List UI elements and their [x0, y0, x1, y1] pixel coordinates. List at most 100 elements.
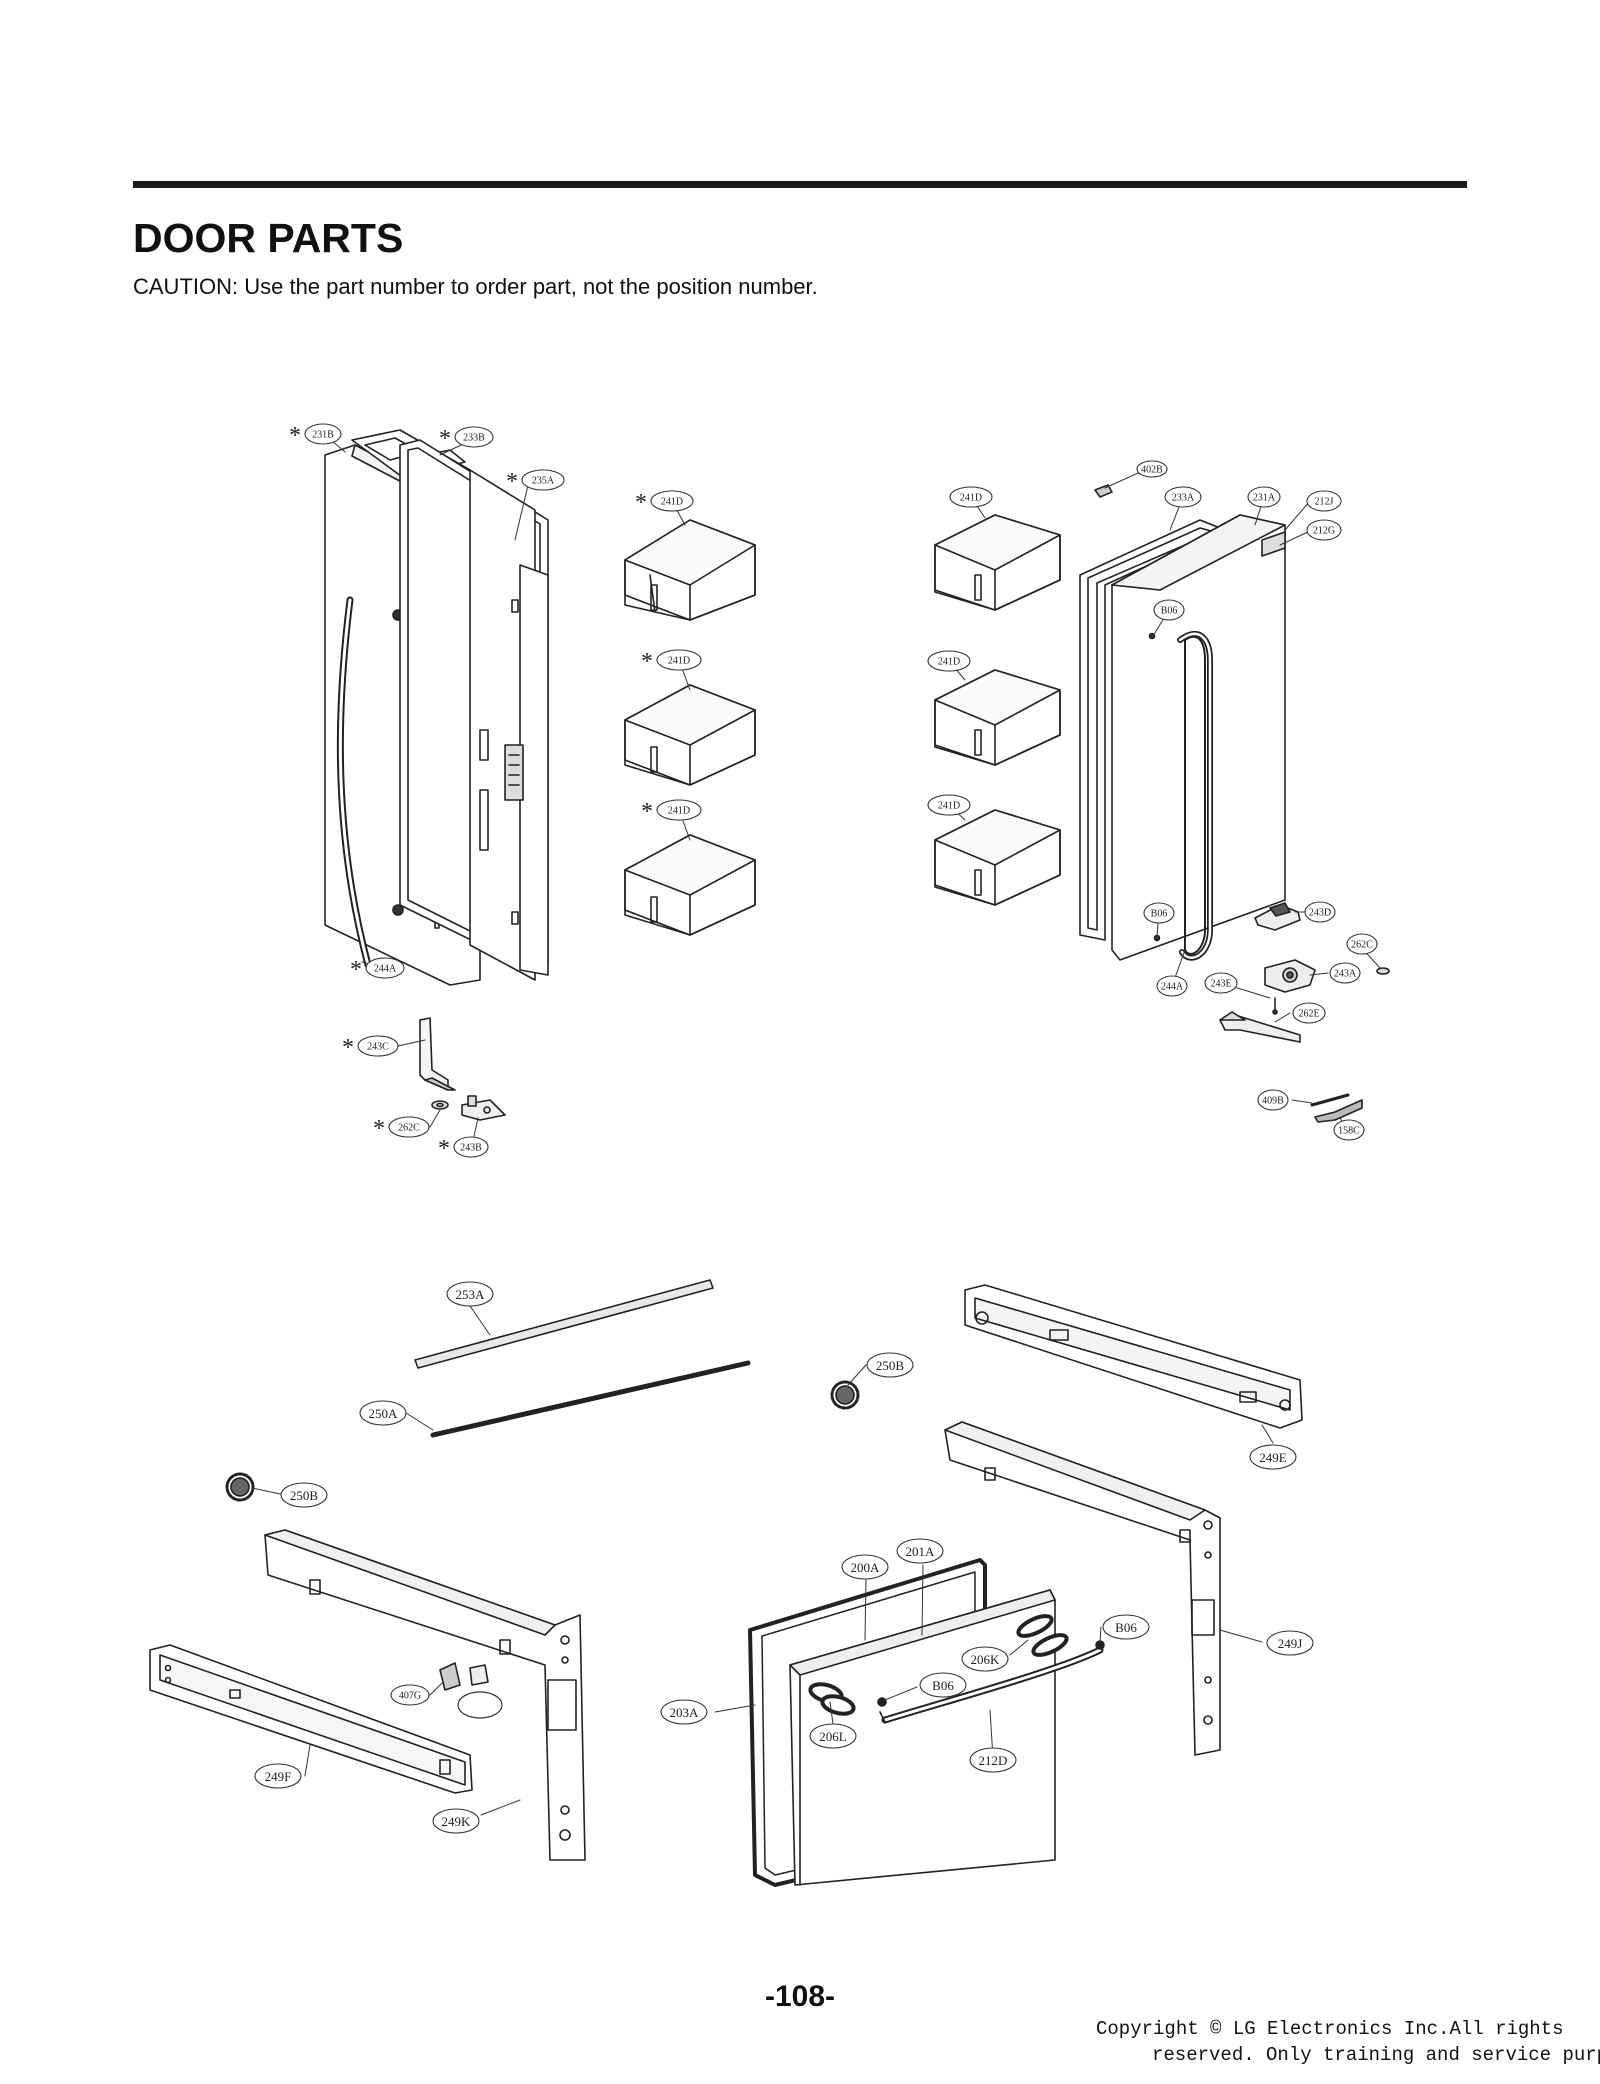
- callout-label: 243E: [1210, 979, 1231, 990]
- callout-oval: [432, 1808, 480, 1834]
- callout-oval: [809, 1723, 857, 1749]
- caution-note: CAUTION: Use the part number to order pa…: [133, 274, 818, 299]
- door-bin-2: [624, 684, 756, 786]
- callout-label: 201A: [906, 1544, 936, 1559]
- callout-oval: [1136, 460, 1168, 478]
- callout-label: 241D: [938, 801, 960, 812]
- callout-231b: 231B*: [289, 423, 342, 449]
- callout-241d: 241D: [927, 794, 971, 816]
- right-door-gasket: [1079, 519, 1226, 941]
- hinge-arm-262e: [1219, 1011, 1301, 1043]
- callout-label: 233B: [463, 433, 485, 444]
- page-title: DOOR PARTS: [133, 215, 404, 261]
- callout-label: 241D: [661, 497, 683, 508]
- callout-241d: 241D: [927, 650, 971, 672]
- callout-label: 249K: [442, 1814, 472, 1829]
- callout-oval: [656, 799, 702, 821]
- callout-label: 250B: [876, 1358, 905, 1373]
- callout-oval: [357, 1035, 399, 1057]
- callout-label: 241D: [668, 656, 690, 667]
- callout-oval: [927, 794, 971, 816]
- callout-oval: [304, 423, 342, 445]
- callout-oval: [949, 486, 993, 508]
- callout-249j: 249J: [1266, 1630, 1314, 1656]
- star-marker: *: [438, 1136, 450, 1162]
- callout-label: 262E: [1298, 1009, 1319, 1020]
- callout-233b: 233B*: [439, 426, 494, 452]
- callout-243c: 243C*: [342, 1035, 399, 1061]
- washer-262c-right: [1376, 967, 1390, 975]
- callout-label: 409B: [1262, 1096, 1284, 1107]
- door-bin-6: [934, 809, 1061, 906]
- callout-oval: [1304, 901, 1336, 923]
- callout-oval: [1306, 519, 1342, 541]
- callout-250b: 250B: [866, 1352, 914, 1378]
- callout-250b: 250B: [280, 1482, 328, 1508]
- callout-oval: [521, 469, 565, 491]
- callout-label: 249E: [1259, 1450, 1287, 1465]
- star-marker: *: [641, 799, 653, 825]
- callout-label: 203A: [670, 1705, 700, 1720]
- callout-oval: [650, 490, 694, 512]
- star-marker: *: [635, 490, 647, 516]
- callout-231a: 231A: [1247, 486, 1281, 508]
- page-number: -108-: [764, 1980, 836, 2013]
- callout-oval: [1102, 1614, 1150, 1640]
- callout-407g: 407G: [390, 1684, 430, 1706]
- callout-label: B06: [1161, 606, 1178, 617]
- callout-label: 235A: [532, 476, 555, 487]
- gasket-250a: [430, 1360, 751, 1438]
- callout-262c: 262C: [1346, 933, 1378, 955]
- callout-oval: [1247, 486, 1281, 508]
- star-marker: *: [342, 1035, 354, 1061]
- callout-label: 241D: [668, 806, 690, 817]
- callout-235a: 235A*: [506, 469, 565, 495]
- callout-oval: [1266, 1630, 1314, 1656]
- left-door-liner: [469, 469, 549, 981]
- gear-250b-center: [830, 1380, 860, 1410]
- callout-oval: [961, 1646, 1009, 1672]
- callout-212d: 212D: [969, 1747, 1017, 1773]
- callout-label: 249J: [1278, 1636, 1303, 1651]
- callout-oval: [1249, 1444, 1297, 1470]
- callout-label: 250B: [290, 1488, 319, 1503]
- callout-243d: 243D: [1304, 901, 1336, 923]
- callout-oval: [1164, 486, 1202, 508]
- callout-label: 249F: [265, 1769, 292, 1784]
- callout-oval: [390, 1684, 430, 1706]
- copyright-line-1: Copyright © LG Electronics Inc.All right…: [1096, 2018, 1564, 2040]
- hinge-243a: [1264, 959, 1316, 993]
- callout-b06: B06: [1143, 902, 1175, 924]
- callout-label: 243B: [460, 1143, 482, 1154]
- callout-label: 241D: [938, 657, 960, 668]
- callout-233a: 233A: [1164, 486, 1202, 508]
- door-bin-4: [934, 514, 1061, 611]
- callout-200a: 200A: [841, 1554, 889, 1580]
- callout-oval: [365, 957, 405, 979]
- callout-250a: 250A: [359, 1400, 407, 1426]
- callout-244a: 244A*: [350, 957, 405, 983]
- bracket-243c: [419, 1017, 456, 1091]
- callout-label: 407G: [399, 1691, 421, 1702]
- callout-oval: [896, 1538, 944, 1564]
- callout-249k: 249K: [432, 1808, 480, 1834]
- callout-206k: 206K: [961, 1646, 1009, 1672]
- callout-oval: [388, 1116, 430, 1138]
- callout-oval: [359, 1400, 407, 1426]
- callout-241d: 241D *: [641, 799, 702, 825]
- callout-402b: 402B: [1136, 460, 1168, 478]
- bracket-249j: [944, 1421, 1221, 1756]
- door-bin-3: [624, 834, 756, 936]
- strip-158c: [1314, 1099, 1363, 1123]
- callout-label: 243D: [1309, 908, 1331, 919]
- callout-249f: 249F: [254, 1763, 302, 1789]
- callout-206l: 206L: [809, 1723, 857, 1749]
- callout-241d: 241D*: [641, 649, 702, 675]
- callout-oval: [1306, 490, 1342, 512]
- rail-249f: [149, 1644, 473, 1794]
- callout-oval: [254, 1763, 302, 1789]
- callout-oval: [1143, 902, 1175, 924]
- bracket-249k: [264, 1529, 586, 1861]
- callout-oval: [866, 1352, 914, 1378]
